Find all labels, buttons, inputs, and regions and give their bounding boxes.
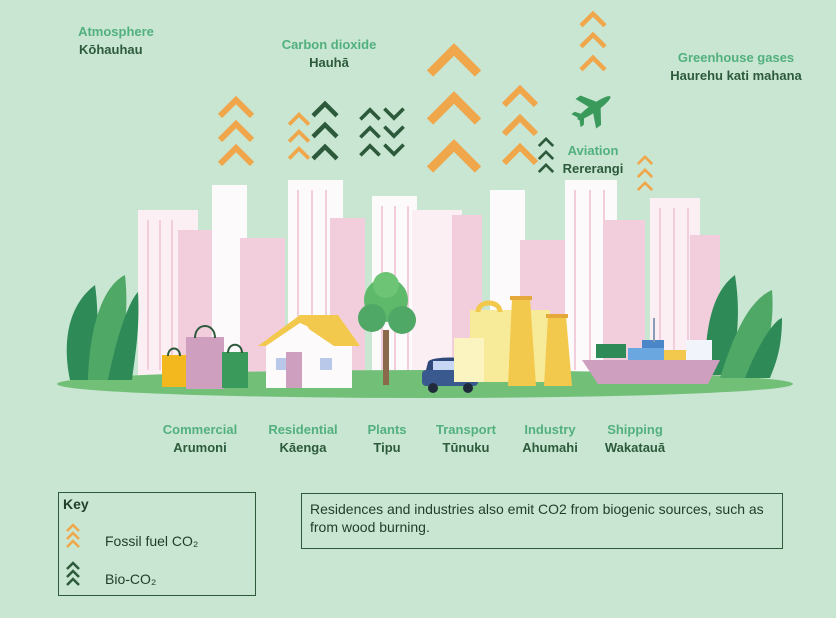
label-residential-mi: Kāenga (279, 440, 327, 455)
fossil-chevron-icon (66, 523, 80, 548)
label-transport: Transport Tūnuku (426, 421, 506, 457)
factory-icon (454, 296, 572, 386)
label-industry-mi: Ahumahi (522, 440, 578, 455)
label-plants-en: Plants (367, 422, 407, 437)
label-aviation-en: Aviation (567, 143, 619, 158)
label-greenhouse-gases-mi: Haurehu kati mahana (670, 68, 802, 83)
label-atmosphere: Atmosphere Kōhauhau (66, 23, 166, 59)
label-aviation: Aviation Rererangi (553, 142, 633, 178)
bio-chevron-icon (66, 561, 80, 586)
label-aviation-mi: Rererangi (562, 161, 624, 176)
label-atmosphere-mi: Kōhauhau (79, 42, 143, 57)
label-plants: Plants Tipu (358, 421, 416, 457)
right-bush (705, 275, 782, 378)
label-greenhouse-gases: Greenhouse gases Haurehu kati mahana (662, 49, 810, 85)
label-commercial: Commercial Arumoni (152, 421, 248, 457)
airplane-icon (571, 95, 611, 129)
key-box: Key Fossil fuel CO₂ Bio-CO₂ (58, 492, 256, 596)
label-residential: Residential Kāenga (258, 421, 348, 457)
label-commercial-mi: Arumoni (173, 440, 227, 455)
label-atmosphere-en: Atmosphere (78, 24, 154, 39)
label-shipping: Shipping Wakatauā (596, 421, 674, 457)
label-plants-mi: Tipu (373, 440, 401, 455)
ship-icon (582, 318, 720, 384)
label-industry: Industry Ahumahi (512, 421, 588, 457)
house-icon (258, 315, 360, 388)
label-commercial-en: Commercial (162, 422, 238, 437)
key-fossil-label: Fossil fuel CO₂ (105, 533, 199, 549)
label-carbon-dioxide-mi: Hauhā (309, 55, 349, 70)
label-transport-en: Transport (436, 422, 496, 437)
note-box: Residences and industries also emit CO2 … (301, 493, 783, 549)
label-shipping-mi: Wakatauā (604, 440, 666, 455)
left-bush (66, 275, 139, 380)
key-title: Key (63, 496, 89, 512)
label-residential-en: Residential (268, 422, 338, 437)
label-carbon-dioxide-en: Carbon dioxide (281, 37, 377, 52)
label-transport-mi: Tūnuku (442, 440, 490, 455)
shopping-bags-icon (162, 325, 248, 389)
label-carbon-dioxide: Carbon dioxide Hauhā (268, 36, 390, 72)
key-bio-label: Bio-CO₂ (105, 571, 157, 587)
label-industry-en: Industry (524, 422, 576, 437)
label-shipping-en: Shipping (607, 422, 663, 437)
label-greenhouse-gases-en: Greenhouse gases (677, 50, 795, 65)
tree-icon (358, 272, 416, 385)
